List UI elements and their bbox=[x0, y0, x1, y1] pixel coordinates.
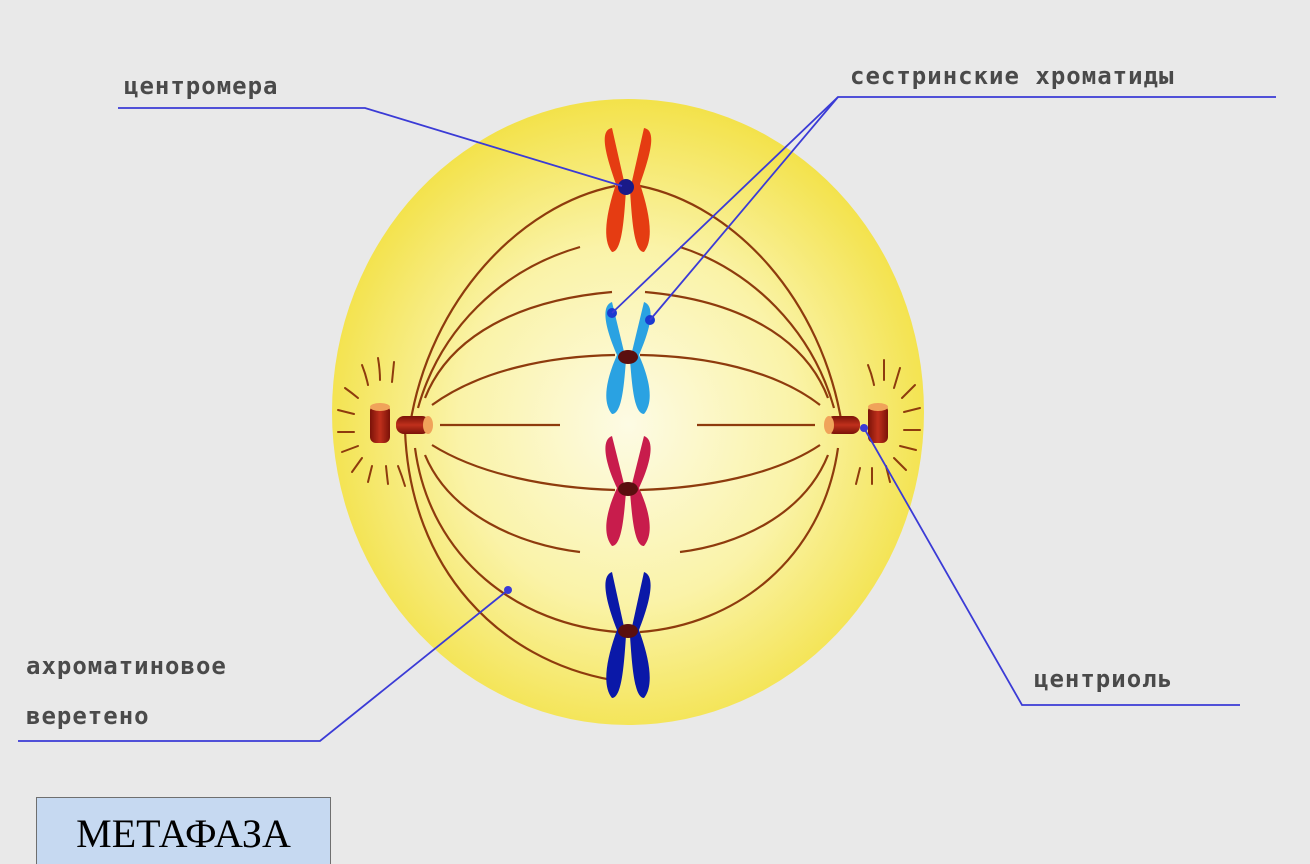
label-spindle-line1: ахроматиновое bbox=[26, 652, 227, 680]
label-sister-chromatids: сестринские хроматиды bbox=[850, 62, 1174, 90]
centromere-crimson bbox=[618, 482, 638, 496]
label-spindle-line2: веретено bbox=[26, 702, 150, 730]
pointer-dot-centriole bbox=[860, 424, 868, 432]
phase-title-box: МЕТАФАЗА bbox=[36, 797, 331, 864]
centromere-lightblue bbox=[618, 350, 638, 364]
centromere-darkblue bbox=[618, 624, 638, 638]
label-centromere: центромера bbox=[124, 72, 279, 100]
phase-title: МЕТАФАЗА bbox=[37, 810, 330, 857]
centromere-red bbox=[618, 179, 634, 195]
label-centriole: центриоль bbox=[1034, 665, 1173, 693]
pointer-dot-spindle bbox=[504, 586, 512, 594]
pointer-centriole bbox=[864, 428, 1240, 705]
